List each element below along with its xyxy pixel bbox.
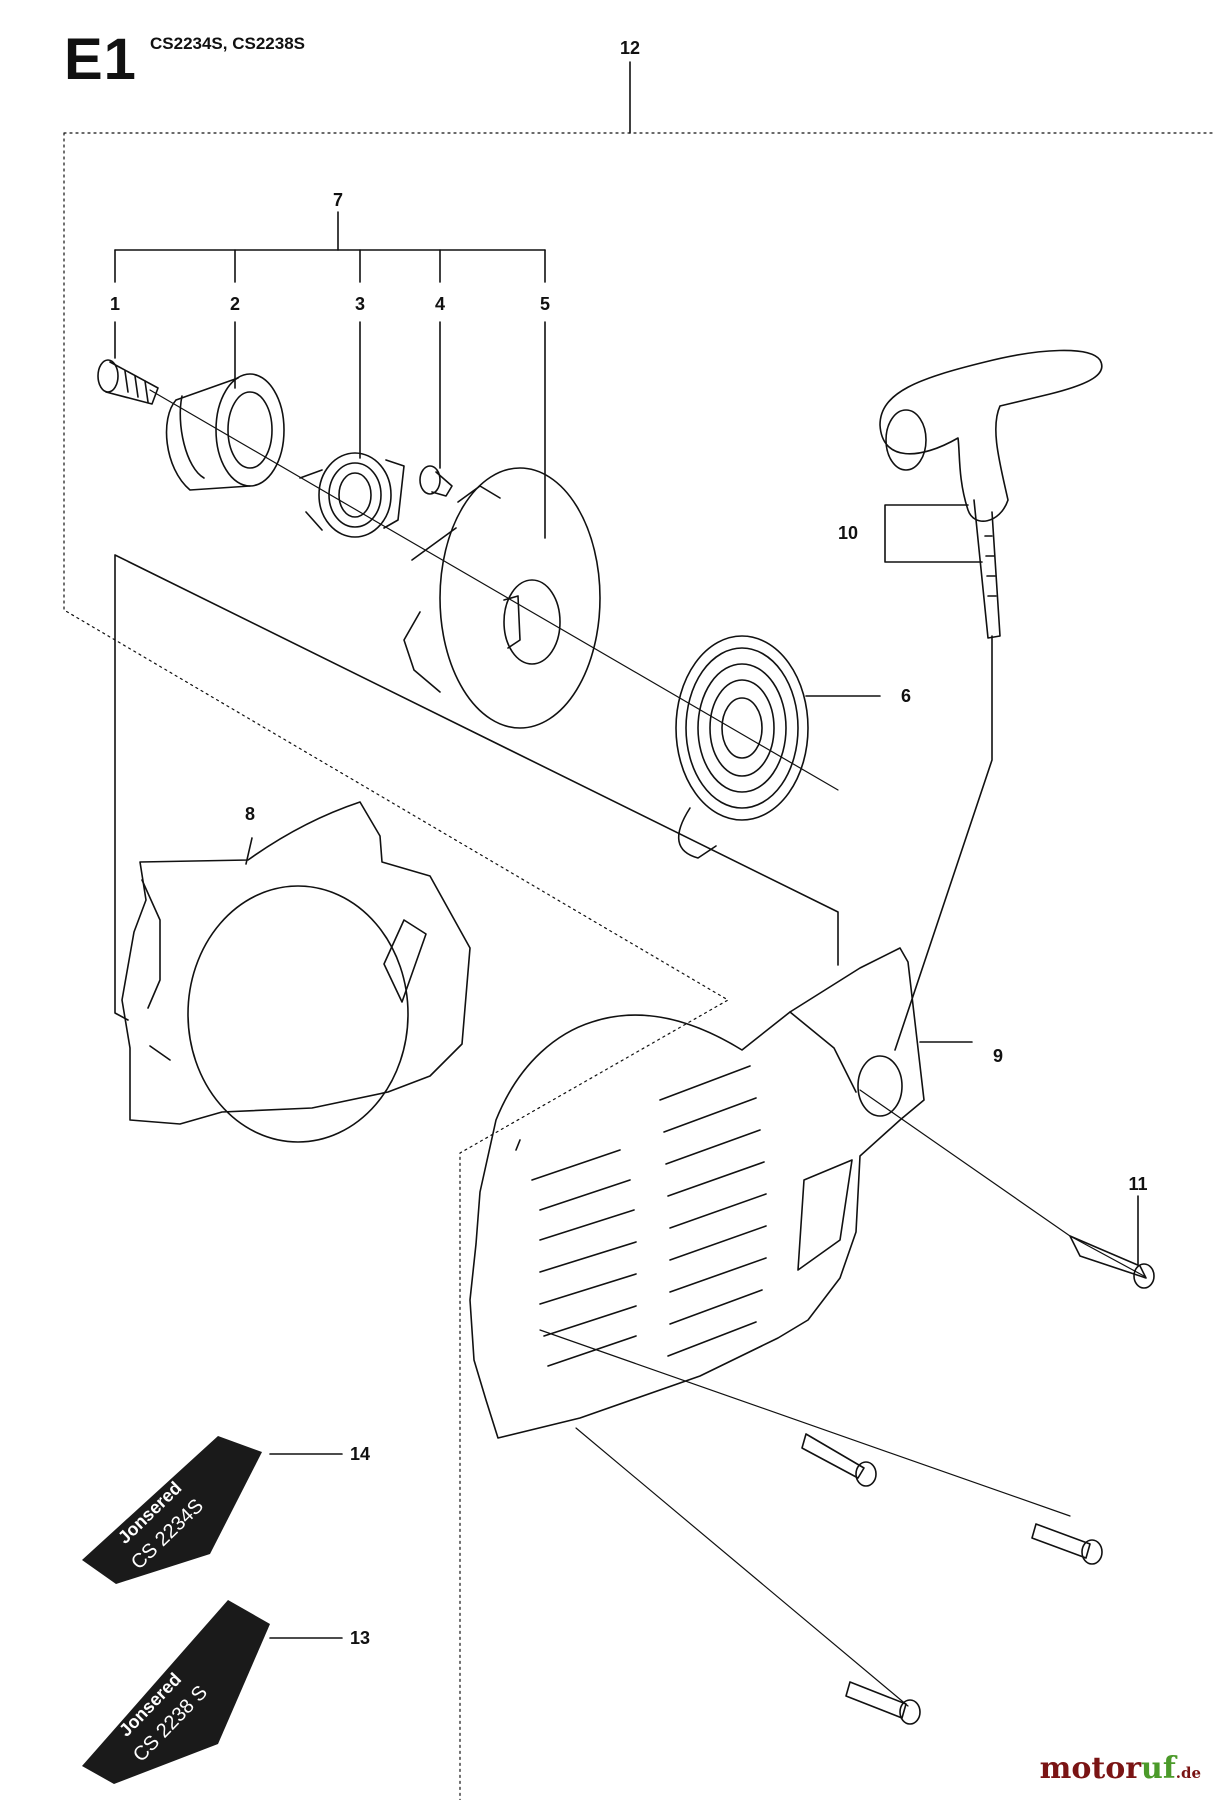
- callout-3: 3: [355, 294, 365, 314]
- part-9-starter-cover: [469, 947, 973, 1439]
- assembly-boundary: [63, 132, 1215, 1800]
- watermark-name: motor: [1039, 1751, 1142, 1786]
- watermark-accent: uf: [1141, 1751, 1176, 1786]
- model-list: CS2234S, CS2238S: [150, 34, 305, 53]
- part-11-screws: [539, 1089, 1155, 1725]
- callout-13: 13: [350, 1628, 370, 1648]
- section-code: E1: [64, 27, 137, 92]
- callout-4: 4: [435, 294, 445, 314]
- callout-6: 6: [901, 686, 911, 706]
- callout-14: 14: [350, 1444, 370, 1464]
- callout-7: 7: [333, 190, 343, 210]
- part-8-fan-housing: [121, 801, 471, 1143]
- assembly-axis: [149, 389, 839, 791]
- callout-12: 12: [620, 38, 640, 58]
- part-2-pulley-hub: [165, 373, 285, 491]
- part-4-screw: [419, 465, 453, 497]
- decal-13: Jonsered CS 2238 S: [82, 1600, 270, 1784]
- part-10-starter-handle: [879, 349, 1103, 1051]
- callout-8: 8: [245, 804, 255, 824]
- callout-2: 2: [230, 294, 240, 314]
- leaders-1-5: [114, 321, 546, 539]
- callout-10: 10: [838, 523, 858, 543]
- callout-11: 11: [1128, 1174, 1147, 1194]
- bracket-7: [114, 211, 546, 283]
- part-3-spring: [299, 452, 405, 538]
- callout-1: 1: [110, 294, 120, 314]
- callout-9: 9: [993, 1046, 1003, 1066]
- part-1-screw: [97, 359, 159, 405]
- starter-subassembly-box: [114, 554, 839, 1021]
- decal-14: Jonsered CS 2234S: [82, 1436, 262, 1584]
- watermark-tld: .de: [1175, 1764, 1201, 1782]
- callout-5: 5: [540, 294, 550, 314]
- part-5-starter-pulley: [403, 467, 601, 729]
- watermark: motoruf.de: [1040, 1751, 1201, 1786]
- part-6-recoil-spring: [675, 635, 881, 859]
